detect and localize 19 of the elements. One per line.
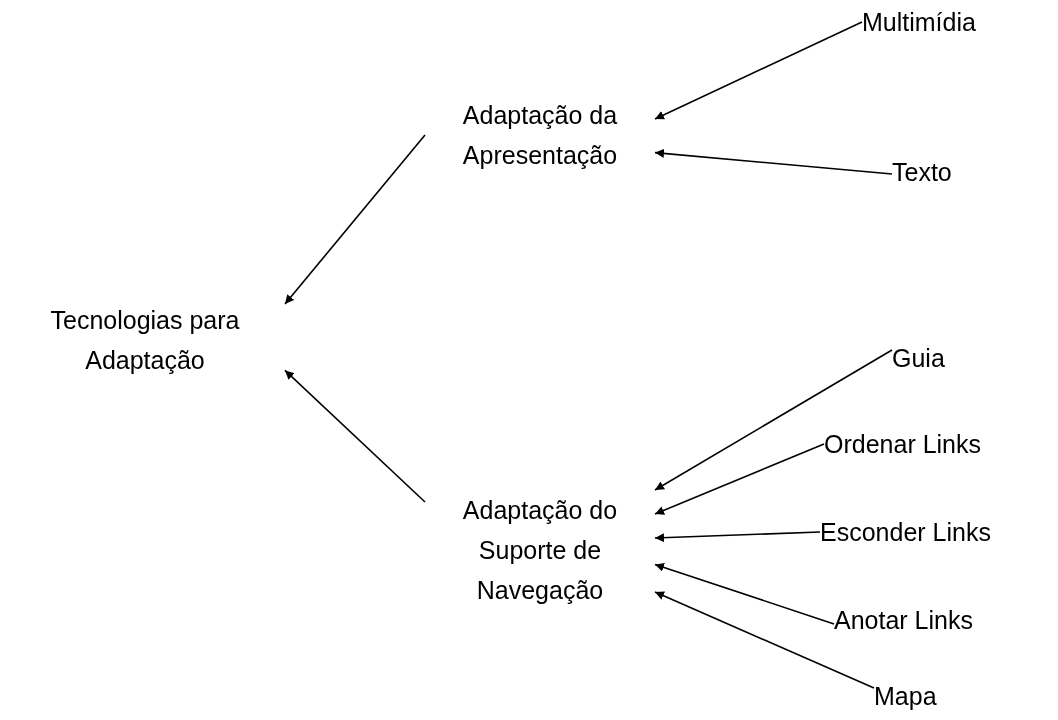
node-label: Multimídia xyxy=(862,2,976,42)
arrow xyxy=(284,369,426,503)
node-label: Adaptação do Suporte de Navegação xyxy=(425,490,655,610)
node-label: Ordenar Links xyxy=(824,424,982,464)
node-label: Mapa xyxy=(874,676,937,716)
node-label: Esconder Links xyxy=(820,512,991,552)
arrow xyxy=(654,562,835,625)
arrow xyxy=(654,349,893,491)
arrow xyxy=(654,148,893,175)
node-label: Texto xyxy=(892,152,952,192)
arrow xyxy=(654,531,821,543)
arrow xyxy=(654,443,825,515)
arrow xyxy=(654,591,875,689)
arrow xyxy=(284,134,426,305)
node-label: Anotar Links xyxy=(834,600,973,640)
node-label: Tecnologias para Adaptação xyxy=(5,300,285,380)
node-label: Guia xyxy=(892,338,945,378)
node-label: Adaptação da Apresentação xyxy=(425,95,655,175)
arrow xyxy=(654,21,863,120)
